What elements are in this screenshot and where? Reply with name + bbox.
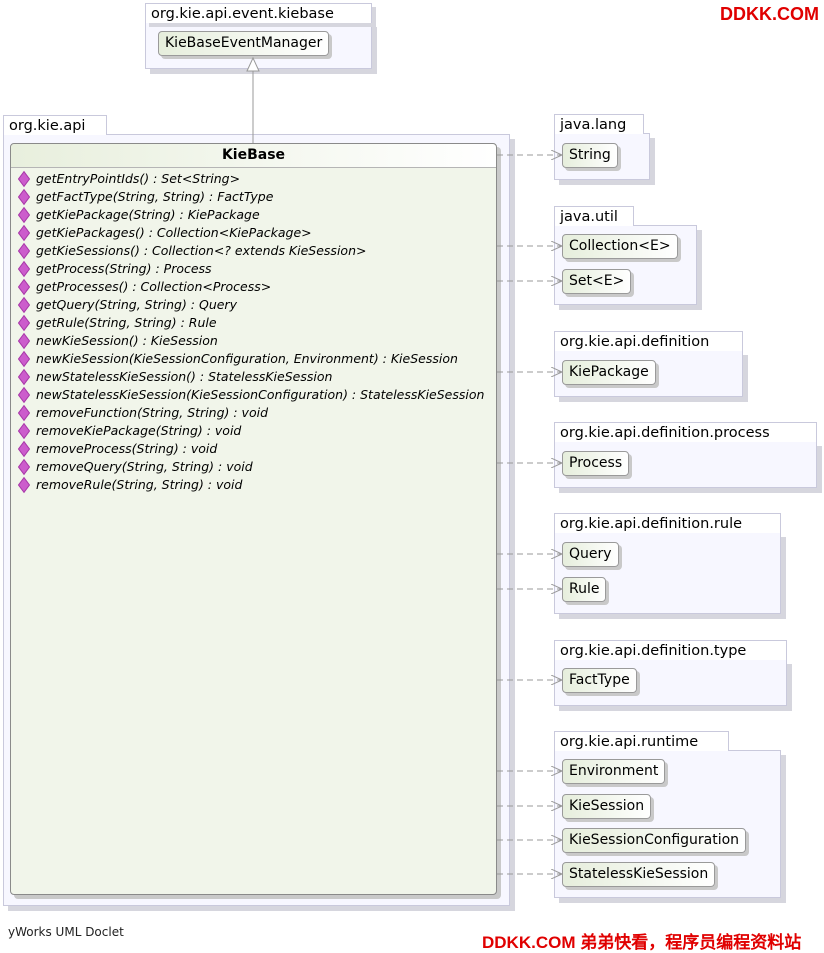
method-signature: getProcesses() : Collection<Process>: [36, 279, 272, 294]
method-signature: getFactType(String, String) : FactType: [36, 189, 274, 204]
method-row[interactable]: removeFunction(String, String) : void: [16, 404, 496, 422]
package-definition-process-label: org.kie.api.definition.process: [554, 422, 817, 442]
method-row[interactable]: newStatelessKieSession() : StatelessKieS…: [16, 368, 496, 386]
class-kiebaseeventmanager[interactable]: KieBaseEventManager: [158, 31, 330, 56]
kiebase-method-list: getEntryPointIds() : Set<String> getFactT…: [11, 168, 496, 494]
class-kiesession[interactable]: KieSession: [562, 794, 652, 819]
footer-credit: yWorks UML Doclet: [8, 925, 124, 939]
method-signature: newKieSession() : KieSession: [36, 333, 218, 348]
method-row[interactable]: getQuery(String, String) : Query: [16, 296, 496, 314]
class-environment[interactable]: Environment: [562, 759, 666, 784]
method-signature: newStatelessKieSession() : StatelessKieS…: [36, 369, 333, 384]
package-event-kiebase-label: org.kie.api.event.kiebase: [145, 3, 372, 23]
method-row[interactable]: getKiePackage(String) : KiePackage: [16, 206, 496, 224]
method-signature: getRule(String, String) : Rule: [36, 315, 217, 330]
method-signature: newKieSession(KieSessionConfiguration, E…: [36, 351, 458, 366]
method-row[interactable]: getProcesses() : Collection<Process>: [16, 278, 496, 296]
method-row[interactable]: newKieSession() : KieSession: [16, 332, 496, 350]
method-row[interactable]: newKieSession(KieSessionConfiguration, E…: [16, 350, 496, 368]
method-row[interactable]: newStatelessKieSession(KieSessionConfigu…: [16, 386, 496, 404]
package-definition-type-label: org.kie.api.definition.type: [554, 640, 787, 660]
package-definition-label: org.kie.api.definition: [554, 331, 743, 351]
class-process[interactable]: Process: [562, 451, 630, 476]
watermark-bottom: DDKK.COM 弟弟快看，程序员编程资料站: [482, 933, 802, 952]
method-signature: getQuery(String, String) : Query: [36, 297, 237, 312]
class-statelesskiesession[interactable]: StatelessKieSession: [562, 862, 716, 887]
class-kiebase[interactable]: KieBase getEntryPointIds() : Set<String>…: [10, 143, 497, 895]
method-signature: removeQuery(String, String) : void: [36, 459, 253, 474]
package-java-lang-label: java.lang: [554, 114, 644, 134]
method-row[interactable]: removeKiePackage(String) : void: [16, 422, 496, 440]
method-signature: getKiePackage(String) : KiePackage: [36, 207, 260, 222]
package-definition-rule-label: org.kie.api.definition.rule: [554, 513, 781, 533]
method-signature: getKiePackages() : Collection<KiePackage…: [36, 225, 312, 240]
class-kiepackage[interactable]: KiePackage: [562, 360, 656, 385]
method-row[interactable]: getRule(String, String) : Rule: [16, 314, 496, 332]
package-java-util-label: java.util: [554, 206, 634, 226]
class-query[interactable]: Query: [562, 542, 619, 567]
class-set[interactable]: Set<E>: [562, 269, 632, 294]
method-row[interactable]: getFactType(String, String) : FactType: [16, 188, 496, 206]
generalization-arrowhead: [246, 56, 260, 72]
method-signature: newStatelessKieSession(KieSessionConfigu…: [36, 387, 485, 402]
class-string[interactable]: String: [562, 143, 618, 168]
method-row[interactable]: getKieSessions() : Collection<? extends …: [16, 242, 496, 260]
method-row[interactable]: getEntryPointIds() : Set<String>: [16, 170, 496, 188]
method-signature: removeRule(String, String) : void: [36, 477, 243, 492]
method-signature: getEntryPointIds() : Set<String>: [36, 171, 241, 186]
method-signature: removeFunction(String, String) : void: [36, 405, 269, 420]
method-row[interactable]: getProcess(String) : Process: [16, 260, 496, 278]
class-kiesessionconfiguration[interactable]: KieSessionConfiguration: [562, 828, 747, 853]
package-runtime-label: org.kie.api.runtime: [554, 731, 729, 751]
kiebase-title: KieBase: [11, 144, 496, 168]
method-signature: removeProcess(String) : void: [36, 441, 218, 456]
method-signature: getKieSessions() : Collection<? extends …: [36, 243, 367, 258]
method-row[interactable]: removeRule(String, String) : void: [16, 476, 496, 494]
method-signature: removeKiePackage(String) : void: [36, 423, 242, 438]
dependency-lines: [497, 155, 562, 874]
method-row[interactable]: removeProcess(String) : void: [16, 440, 496, 458]
method-signature: getProcess(String) : Process: [36, 261, 212, 276]
package-kie-api-label: org.kie.api: [3, 115, 107, 135]
method-row[interactable]: removeQuery(String, String) : void: [16, 458, 496, 476]
watermark-top: DDKK.COM: [720, 4, 819, 24]
class-collection[interactable]: Collection<E>: [562, 234, 678, 259]
class-facttype[interactable]: FactType: [562, 668, 637, 693]
method-row[interactable]: getKiePackages() : Collection<KiePackage…: [16, 224, 496, 242]
